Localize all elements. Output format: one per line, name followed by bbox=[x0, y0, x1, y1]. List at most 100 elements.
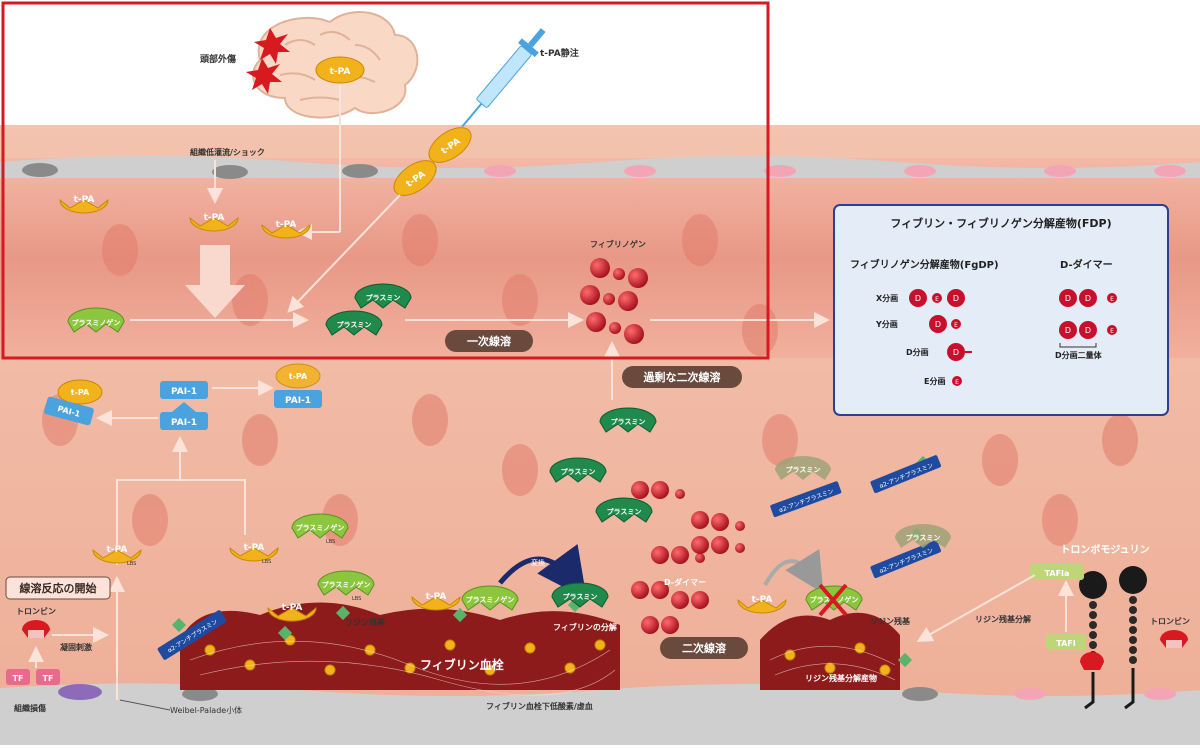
svg-text:プラスミン: プラスミン bbox=[607, 507, 642, 516]
coag-stim-label: 凝固刺激 bbox=[60, 642, 92, 652]
vessel-tpa-3: t-PA bbox=[261, 220, 311, 239]
thrombomodulin-label: トロンボモジュリン bbox=[1060, 543, 1149, 556]
svg-text:t-PA: t-PA bbox=[752, 595, 773, 605]
svg-text:過剰な二次線溶: 過剰な二次線溶 bbox=[643, 370, 721, 384]
svg-text:D: D bbox=[935, 320, 941, 329]
svg-text:D: D bbox=[1065, 326, 1071, 335]
svg-text:LBS: LBS bbox=[262, 559, 271, 565]
syringe-icon bbox=[461, 28, 546, 128]
svg-text:線溶反応の開始: 線溶反応の開始 bbox=[20, 581, 97, 595]
thrombin-icon-left bbox=[22, 620, 50, 638]
upper-endothelial-cells bbox=[22, 163, 1186, 179]
thrombin-label-left: トロンビン bbox=[16, 606, 56, 616]
plasmin-upper-1: プラスミン bbox=[354, 283, 412, 309]
svg-text:t-PA: t-PA bbox=[71, 388, 90, 397]
svg-text:PAI-1: PAI-1 bbox=[285, 396, 311, 406]
svg-text:E: E bbox=[1110, 296, 1114, 303]
large-down-arrow bbox=[185, 245, 245, 318]
lysine-label-right: リジン残基 bbox=[870, 616, 911, 626]
svg-text:D: D bbox=[953, 294, 959, 303]
svg-text:二次線溶: 二次線溶 bbox=[682, 641, 726, 655]
fibrin-clot bbox=[180, 602, 900, 696]
svg-text:t-PA: t-PA bbox=[244, 543, 265, 553]
fibrin-degradation-label: フィブリンの分解 bbox=[553, 622, 617, 632]
subendothelial-label: フィブリン血栓下低酸素/虚血 bbox=[486, 701, 593, 711]
vessel-tpa-2: t-PA bbox=[189, 213, 239, 232]
svg-text:一次線溶: 一次線溶 bbox=[467, 334, 511, 348]
fgdp-title: フィブリノゲン分解産物(FgDP) bbox=[850, 258, 999, 271]
svg-text:PAI-1: PAI-1 bbox=[171, 387, 197, 397]
fibrinogen-label: フィブリノゲン bbox=[590, 239, 646, 249]
svg-text:E: E bbox=[935, 296, 939, 303]
svg-text:t-PA: t-PA bbox=[282, 603, 303, 613]
svg-text:t-PA: t-PA bbox=[74, 195, 95, 205]
thrombin-label-right: トロンビン bbox=[1150, 616, 1190, 626]
plasmin-clot: プラスミン bbox=[551, 582, 609, 608]
svg-text:PAI-1: PAI-1 bbox=[171, 418, 197, 428]
tpa-lbs-left: t-PA LBS bbox=[92, 545, 142, 567]
blocked-x-icon bbox=[818, 583, 848, 617]
svg-text:プラスミノゲン: プラスミノゲン bbox=[72, 318, 121, 327]
red-cells-pattern bbox=[42, 214, 1138, 546]
svg-text:プラスミン: プラスミン bbox=[786, 465, 821, 474]
svg-text:D分画: D分画 bbox=[906, 347, 929, 357]
plasmin-mid-2: プラスミン bbox=[549, 457, 607, 483]
svg-text:プラスミノゲン: プラスミノゲン bbox=[322, 580, 371, 589]
svg-text:t-PA: t-PA bbox=[204, 213, 225, 223]
d-dimer-cloud bbox=[631, 481, 745, 634]
primary-fibrinolysis-badge: 一次線溶 bbox=[445, 330, 533, 352]
top-background bbox=[0, 0, 1200, 125]
tf-badge-2: TF bbox=[36, 669, 60, 685]
lysine-label-left: リジン残基 bbox=[345, 617, 386, 627]
fibrinogen-molecules bbox=[580, 258, 648, 344]
svg-text:t-PA: t-PA bbox=[107, 545, 128, 555]
conversion-arrow bbox=[498, 544, 587, 600]
svg-text:D: D bbox=[953, 348, 959, 357]
tf-badge-1: TF bbox=[6, 669, 30, 685]
svg-text:TAFI: TAFI bbox=[1056, 639, 1075, 648]
plasmin-mid-3: プラスミン bbox=[595, 497, 653, 523]
svg-text:t-PA: t-PA bbox=[330, 67, 351, 77]
lower-endothelium bbox=[0, 683, 1200, 745]
upper-endothelium bbox=[0, 156, 1200, 178]
plasmin-upper-2: プラスミン bbox=[325, 310, 383, 336]
injected-tpa-molecules: t-PA t-PA bbox=[393, 127, 472, 196]
svg-text:プラスミノゲン: プラスミノゲン bbox=[466, 595, 515, 604]
svg-text:E: E bbox=[954, 322, 958, 329]
secondary-fibrinolysis-badge: 二次線溶 bbox=[660, 637, 748, 659]
svg-text:LBS: LBS bbox=[326, 539, 335, 545]
lysine-degradation-label: リジン残基分解産物 bbox=[805, 673, 877, 683]
svg-text:TF: TF bbox=[43, 674, 54, 683]
svg-text:t-PA: t-PA bbox=[426, 592, 447, 602]
svg-text:t-PA: t-PA bbox=[289, 372, 308, 381]
svg-text:Y分画: Y分画 bbox=[875, 319, 898, 329]
plasminogen-clot: プラスミノゲン bbox=[461, 585, 519, 611]
vessel-tpa-1: t-PA bbox=[59, 195, 109, 214]
weibel-palade-label: Weibel-Palade小体 bbox=[170, 705, 242, 715]
svg-text:TF: TF bbox=[13, 674, 24, 683]
tafia-badge: TAFIa bbox=[1030, 564, 1084, 580]
d-dimer-label: D-ダイマー bbox=[664, 577, 706, 587]
svg-text:プラスミン: プラスミン bbox=[611, 417, 646, 426]
tissue-damage-label: 組織損傷 bbox=[14, 703, 46, 713]
svg-text:LBS: LBS bbox=[352, 596, 361, 602]
tpa-pai1-complex-left: t-PA PAI-1 bbox=[44, 379, 103, 426]
excess-secondary-badge: 過剰な二次線溶 bbox=[622, 366, 742, 388]
head-injury-icon bbox=[246, 28, 290, 94]
svg-text:E: E bbox=[1110, 328, 1114, 335]
fdp-box: フィブリン・フィブリノゲン分解産物(FDP) フィブリノゲン分解産物(FgDP)… bbox=[833, 204, 1169, 416]
svg-text:プラスミン: プラスミン bbox=[337, 320, 372, 329]
svg-text:D: D bbox=[1065, 294, 1071, 303]
fibrin-clot-label: フィブリン血栓 bbox=[420, 657, 504, 672]
plasmin-faded-1: プラスミン bbox=[775, 456, 831, 480]
svg-text:プラスミン: プラスミン bbox=[561, 467, 596, 476]
plasmin-mid-1: プラスミン bbox=[599, 407, 657, 433]
plasminogen-upper: プラスミノゲン bbox=[67, 307, 125, 333]
hypoperfusion-label: 組織低灌流/ショック bbox=[190, 147, 265, 157]
tpa-clot-1: t-PA bbox=[267, 603, 317, 622]
plasmin-faded-2: プラスミン bbox=[895, 524, 951, 548]
svg-text:D: D bbox=[1085, 326, 1091, 335]
tafi-badge: TAFI bbox=[1046, 634, 1086, 650]
